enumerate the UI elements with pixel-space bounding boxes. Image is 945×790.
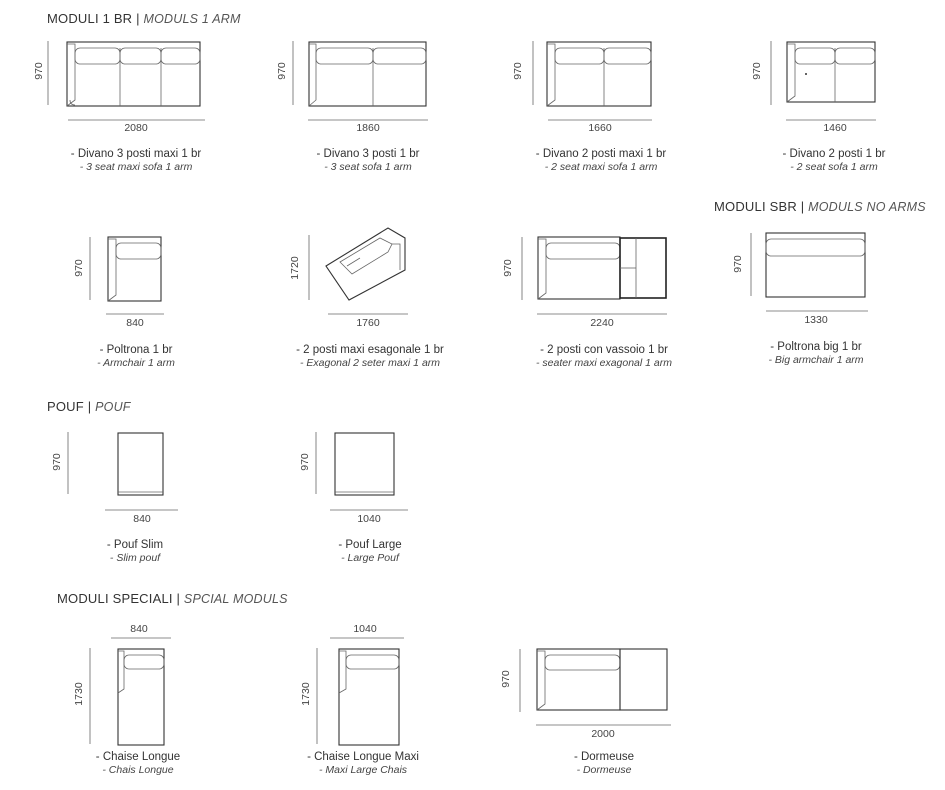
section-title-sub: MODULS NO ARMS (808, 200, 926, 214)
item-name-en: - Slim pouf (109, 552, 161, 564)
section-title-separator: | (83, 399, 96, 414)
item-caption: - Chaise Longue Maxi - Maxi Large Chais (253, 751, 473, 776)
item-name-en: - 2 seat maxi sofa 1 arm (544, 161, 658, 173)
section-title-main: MODULI SPECIALI (57, 591, 173, 606)
item-caption: - Poltrona big 1 br - Big armchair 1 arm (706, 341, 926, 366)
item-name-it: - Poltrona 1 br (99, 344, 173, 356)
item-name-en: - 2 seat sofa 1 arm (790, 161, 878, 173)
section-title-main: MODULI SBR (714, 199, 797, 214)
section-title-separator: | (796, 199, 809, 214)
width-dimension: 840 (126, 317, 144, 329)
width-dimension: 2000 (591, 728, 615, 740)
item-name-it: - Pouf Large (338, 539, 402, 551)
item-name-it: - Divano 3 posti 1 br (316, 148, 420, 160)
height-dimension: 970 (500, 670, 512, 688)
item-caption: - Chaise Longue - Chais Longue (28, 751, 248, 776)
item-name-en: - Maxi Large Chais (318, 764, 408, 776)
section-title-separator: | (132, 11, 144, 26)
section-title-sub: SPCIAL MODULS (183, 592, 288, 606)
item-caption: - Divano 2 posti maxi 1 br - 2 seat maxi… (491, 148, 711, 173)
item-caption: - Pouf Slim - Slim pouf (25, 539, 245, 564)
width-dimension: 1040 (357, 513, 381, 525)
item-name-it: - Divano 3 posti maxi 1 br (70, 148, 202, 160)
item-caption: - Divano 3 posti maxi 1 br - 3 seat maxi… (26, 148, 246, 173)
item-name-en: - Exagonal 2 seter maxi 1 arm (299, 357, 441, 369)
width-dimension: 1860 (356, 122, 380, 134)
item-name-it: - Divano 2 posti 1 br (782, 148, 886, 160)
item-name-en: - Large Pouf (341, 552, 399, 564)
item-caption: - Poltrona 1 br - Armchair 1 arm (26, 344, 246, 369)
width-dimension: 1760 (356, 317, 380, 329)
section-title-main: MODULI 1 BR (47, 11, 133, 26)
section-title-main: POUF (47, 399, 84, 414)
item-name-en: - Dormeuse (576, 764, 632, 776)
item-name-en: - 3 seat sofa 1 arm (324, 161, 412, 173)
item-caption: - Pouf Large - Large Pouf (260, 539, 480, 564)
item-caption: - Divano 3 posti 1 br - 3 seat sofa 1 ar… (258, 148, 478, 173)
item-caption: - Dormeuse - Dormeuse (494, 751, 714, 776)
item-name-en: - 3 seat maxi sofa 1 arm (79, 161, 193, 173)
section-title-sub: MODULS 1 ARM (143, 12, 241, 26)
width-dimension: 840 (133, 513, 151, 525)
item-name-it: - Pouf Slim (106, 539, 164, 551)
width-dimension: 1330 (804, 314, 828, 326)
item-name-en: - Big armchair 1 arm (768, 354, 864, 366)
section-title-separator: | (172, 591, 184, 606)
item-name-it: - 2 posti con vassoio 1 br (540, 344, 668, 356)
item-name-en: - Armchair 1 arm (97, 357, 175, 369)
section-title-one-arm: MODULI 1 BR | MODULS 1 ARM (47, 11, 241, 26)
item-name-it: - 2 posti maxi esagonale 1 br (296, 344, 444, 356)
width-dimension: 1660 (588, 122, 612, 134)
item-name-it: - Dormeuse (573, 751, 635, 763)
section-title-special: MODULI SPECIALI | SPCIAL MODULS (57, 591, 288, 606)
section-title-pouf: POUF | POUF (47, 399, 131, 414)
item-name-it: - Divano 2 posti maxi 1 br (535, 148, 667, 160)
width-dimension: 1040 (353, 623, 377, 635)
item-name-it: - Chaise Longue (95, 751, 181, 763)
section-title-no-arms: MODULI SBR | MODULS NO ARMS (714, 199, 926, 214)
width-dimension: 1460 (823, 122, 847, 134)
item-name-it: - Chaise Longue Maxi (307, 751, 419, 763)
item-name-it: - Poltrona big 1 br (770, 341, 862, 353)
width-dimension: 2240 (590, 317, 614, 329)
item-caption: - 2 posti maxi esagonale 1 br - Exagonal… (260, 344, 480, 369)
section-title-sub: POUF (95, 400, 131, 414)
item-caption: - Divano 2 posti 1 br - 2 seat sofa 1 ar… (724, 148, 944, 173)
item-name-en: - Chais Longue (102, 764, 174, 776)
item-caption: - 2 posti con vassoio 1 br - seater maxi… (494, 344, 714, 369)
item-name-en: - seater maxi exagonal 1 arm (536, 357, 672, 369)
width-dimension: 2080 (124, 122, 148, 134)
width-dimension: 840 (130, 623, 148, 635)
